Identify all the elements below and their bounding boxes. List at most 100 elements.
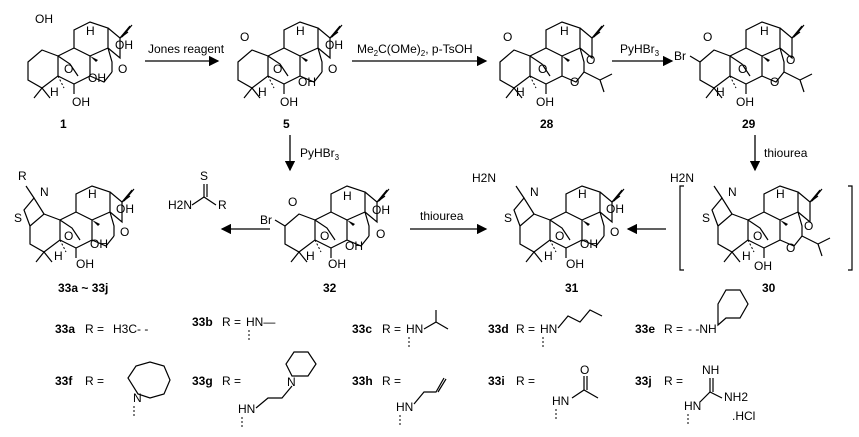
substituent-33d: 33d R = HN	[488, 309, 603, 347]
compound-label-32: 32	[323, 281, 337, 295]
svg-text:- -NH: - -NH	[688, 322, 717, 336]
c5-o-ketone: O	[240, 30, 249, 44]
svg-text:R =: R =	[382, 374, 401, 388]
compound-33-structure	[23, 185, 135, 263]
svg-text:HN: HN	[552, 394, 569, 408]
c32-h-low: H	[306, 249, 315, 263]
compound-29-structure	[689, 21, 813, 99]
compound-label-30: 30	[762, 281, 776, 295]
c28-o-bridge: O	[538, 62, 547, 76]
compound-label-29: 29	[742, 117, 756, 131]
compound-label-5: 5	[283, 117, 290, 131]
c33-n: N	[40, 185, 49, 199]
c30-h-low: H	[742, 249, 751, 263]
svg-text:R =: R =	[222, 374, 241, 388]
compound-label-31: 31	[565, 281, 579, 295]
c28-o-b: O	[570, 75, 579, 89]
c31-s: S	[504, 211, 512, 225]
c1-oh-right: OH	[115, 38, 133, 52]
svg-text:R =: R =	[516, 322, 535, 336]
c31-h2n: H2N	[472, 171, 496, 185]
substituent-33f: 33f R = N	[55, 361, 171, 416]
c29-oh-low: OH	[736, 95, 754, 109]
c29-o-ketone: O	[703, 30, 712, 44]
c1-h-low: H	[50, 85, 59, 99]
c28-o-ketone: O	[503, 30, 512, 44]
compound-label-1: 1	[60, 117, 67, 131]
substituent-33g: 33g R = HN N	[192, 351, 317, 427]
svg-text:33d: 33d	[488, 322, 509, 336]
c29-o-b: O	[770, 75, 779, 89]
substituent-33i: 33i R = HN O	[488, 363, 599, 419]
thioamide-r: R	[218, 198, 227, 212]
c29-br: Br	[674, 49, 686, 63]
c5-h: H	[296, 24, 305, 38]
svg-text:33j: 33j	[635, 374, 652, 388]
c31-o-right: O	[610, 225, 619, 239]
c1-o-right: O	[118, 62, 127, 76]
c30-h2n: H2N	[670, 171, 694, 185]
svg-text:HN: HN	[396, 400, 413, 414]
c32-oh-low: OH	[328, 257, 346, 271]
c28-oh-low: OH	[536, 95, 554, 109]
c31-o-bridge: O	[555, 229, 564, 243]
svg-text:33f: 33f	[55, 374, 73, 388]
svg-text:.HCl: .HCl	[732, 409, 755, 423]
c29-h: H	[760, 24, 769, 38]
svg-text:R =: R =	[222, 315, 241, 329]
c5-oh-mid: OH	[298, 75, 316, 89]
c5-o-bridge: O	[273, 62, 282, 76]
compound-28-structure	[499, 21, 613, 99]
substituent-33e: 33e R = - -NH	[635, 289, 749, 336]
svg-text:HN—: HN—	[246, 315, 275, 329]
c33-s: S	[14, 211, 22, 225]
c30-n: N	[728, 185, 737, 199]
c32-h: H	[343, 189, 352, 203]
c28-o-a: O	[586, 53, 595, 67]
svg-text:NH2: NH2	[724, 390, 748, 404]
c30-s: S	[702, 211, 710, 225]
svg-text:33a: 33a	[55, 322, 75, 336]
c33-o-bridge: O	[64, 229, 73, 243]
c33-h: H	[88, 187, 97, 201]
c32-oh-mid: OH	[345, 239, 363, 253]
c33-r: R	[18, 169, 27, 183]
substituent-33c: 33c R = HN	[352, 310, 449, 347]
compound-label-28: 28	[540, 117, 554, 131]
compound-5-structure	[237, 21, 343, 99]
thioamide-s: S	[200, 169, 208, 183]
c1-h: H	[86, 24, 95, 38]
substituent-33h: 33h R = HN	[352, 374, 447, 425]
c1-oh-low: OH	[72, 95, 90, 109]
compound-label-33: 33a ~ 33j	[58, 281, 108, 295]
svg-text:33c: 33c	[352, 322, 372, 336]
svg-text:R =: R =	[516, 374, 535, 388]
svg-text:HN: HN	[238, 402, 255, 416]
c31-h-low: H	[544, 249, 553, 263]
c29-h-low: H	[716, 85, 725, 99]
thioamide-h2n: H2N	[168, 198, 192, 212]
c28-h-low: H	[516, 85, 525, 99]
bracket-left	[679, 185, 684, 271]
c33-o-right: O	[120, 225, 129, 239]
c33-oh-low: OH	[76, 257, 94, 271]
compound-31-structure	[513, 185, 625, 263]
svg-text:33i: 33i	[488, 374, 505, 388]
substituent-33a: 33a R = H3C- -	[55, 322, 148, 336]
c31-oh-low: OH	[566, 257, 584, 271]
substituent-33j: 33j R = HN NH NH2 .HCl	[635, 363, 755, 424]
svg-text:R =: R =	[85, 374, 104, 388]
svg-text:HN: HN	[406, 322, 423, 336]
reagent-acetal: Me2C(OMe)2, p-TsOH	[357, 42, 473, 58]
svg-text:33h: 33h	[352, 374, 373, 388]
c5-oh-low: OH	[280, 95, 298, 109]
reagent-pyhbr3-top: PyHBr3	[620, 42, 660, 58]
c32-o-ketone: O	[288, 195, 297, 209]
c5-h-low: H	[258, 85, 267, 99]
svg-text:33b: 33b	[192, 315, 213, 329]
c1-oh-mid: OH	[88, 71, 106, 85]
reagent-jones: Jones reagent	[148, 42, 225, 56]
c1-o-bridge: O	[64, 62, 73, 76]
c33-oh-mid: OH	[90, 237, 108, 251]
